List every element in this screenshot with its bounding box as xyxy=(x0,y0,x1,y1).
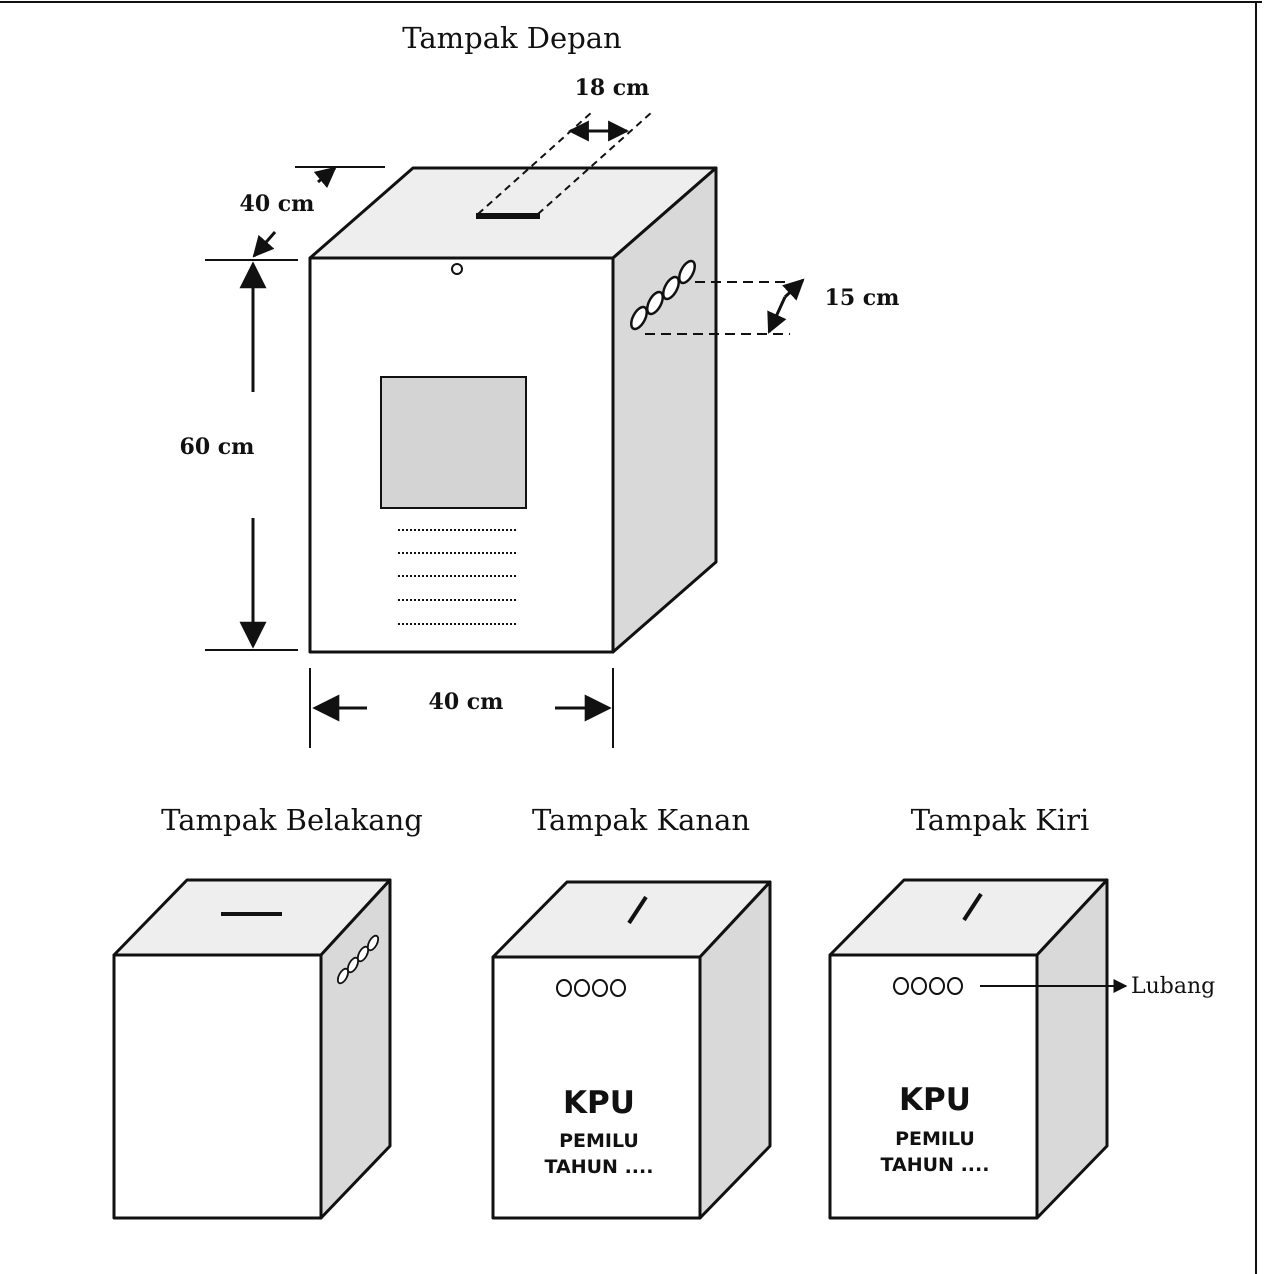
front-lock-hole xyxy=(451,263,463,275)
right-holes xyxy=(556,979,626,997)
front-view: Tampak Depan xyxy=(180,21,900,748)
left-label-kpu: KPU xyxy=(899,1082,971,1118)
left-box-face xyxy=(828,953,1039,1220)
dim-slot-width-label: 18 cm xyxy=(575,75,650,101)
dim-depth-label: 40 cm xyxy=(240,191,315,217)
front-view-title: Tampak Depan xyxy=(402,21,621,55)
left-holes xyxy=(893,977,963,995)
left-label-pemilu: PEMILU xyxy=(895,1128,975,1150)
right-label-pemilu: PEMILU xyxy=(559,1130,639,1152)
right-label-tahun: TAHUN .... xyxy=(545,1156,654,1178)
dim-height: 60 cm xyxy=(180,261,298,651)
dim-holes: 15 cm xyxy=(645,278,900,335)
right-view-title: Tampak Kanan xyxy=(532,803,750,837)
dim-slot-width: 18 cm xyxy=(477,75,653,215)
dim-depth: 40 cm xyxy=(205,166,385,261)
right-view: Tampak Kanan KPU PEMILU TAHUN .... xyxy=(491,803,772,1220)
back-box-face xyxy=(112,953,323,1220)
lubang-callout-label: Lubang xyxy=(1131,974,1215,999)
left-slot xyxy=(962,892,983,922)
right-slot xyxy=(627,895,648,925)
back-view: Tampak Belakang xyxy=(112,803,423,1220)
left-view-title: Tampak Kiri xyxy=(911,803,1090,837)
left-view: Tampak Kiri Lubang KPU PEMILU TAHUN .... xyxy=(828,803,1215,1220)
right-label-kpu: KPU xyxy=(563,1085,635,1121)
front-side-holes xyxy=(630,259,696,331)
right-box-face xyxy=(491,955,702,1220)
front-window xyxy=(380,376,527,509)
left-label-tahun: TAHUN .... xyxy=(881,1154,990,1176)
back-side-holes xyxy=(336,934,380,985)
dim-width-label: 40 cm xyxy=(429,689,504,715)
dim-width: 40 cm xyxy=(309,668,614,748)
back-view-title: Tampak Belakang xyxy=(161,803,423,837)
dim-holes-label: 15 cm xyxy=(825,285,900,311)
dim-height-label: 60 cm xyxy=(180,434,255,460)
